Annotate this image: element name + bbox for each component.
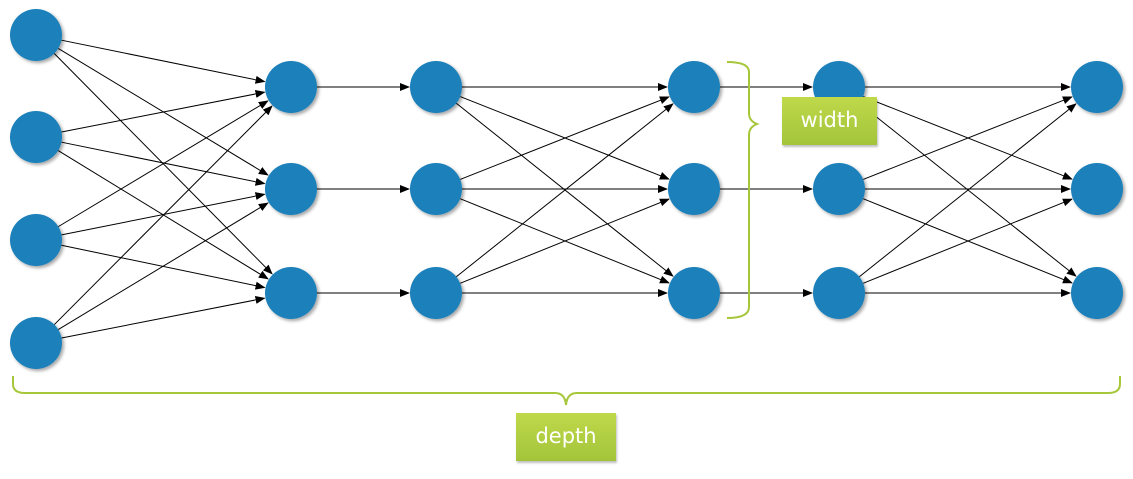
neuron-node	[265, 163, 317, 215]
connection-arrow	[61, 141, 266, 186]
connection-arrow	[61, 90, 266, 133]
connections	[53, 39, 1077, 339]
neuron-node	[1071, 163, 1123, 215]
neuron-node	[10, 317, 62, 369]
neuron-node	[410, 163, 462, 215]
connection-arrow	[862, 96, 1073, 180]
connection-arrow	[61, 192, 266, 236]
connection-arrow	[57, 202, 269, 330]
neuron-node	[813, 163, 865, 215]
neuron-node	[10, 111, 62, 163]
connection-arrow	[61, 39, 266, 84]
neuron-node	[410, 267, 462, 319]
connection-arrow	[459, 96, 670, 180]
depth-bracket	[12, 376, 1121, 406]
connection-arrow	[58, 100, 269, 228]
neuron-node	[668, 61, 720, 113]
connection-arrow	[459, 198, 670, 284]
neuron-node	[10, 214, 62, 266]
neuron-node	[668, 163, 720, 215]
neuron-node	[410, 61, 462, 113]
neuron-node	[265, 267, 317, 319]
neuron-node	[668, 267, 720, 319]
brackets	[12, 61, 1121, 406]
connection-arrow	[456, 103, 674, 278]
neuron-node	[1071, 267, 1123, 319]
width-label: width	[782, 97, 877, 145]
neuron-node	[1071, 61, 1123, 113]
nodes	[10, 9, 1123, 369]
connection-arrow	[862, 198, 1073, 284]
neuron-node	[10, 9, 62, 61]
neuron-node	[265, 61, 317, 113]
connection-arrow	[53, 105, 273, 325]
connection-arrow	[859, 103, 1077, 278]
neuron-node	[813, 267, 865, 319]
depth-label: depth	[516, 413, 616, 461]
connection-arrow	[61, 296, 266, 339]
width-bracket	[726, 61, 760, 319]
